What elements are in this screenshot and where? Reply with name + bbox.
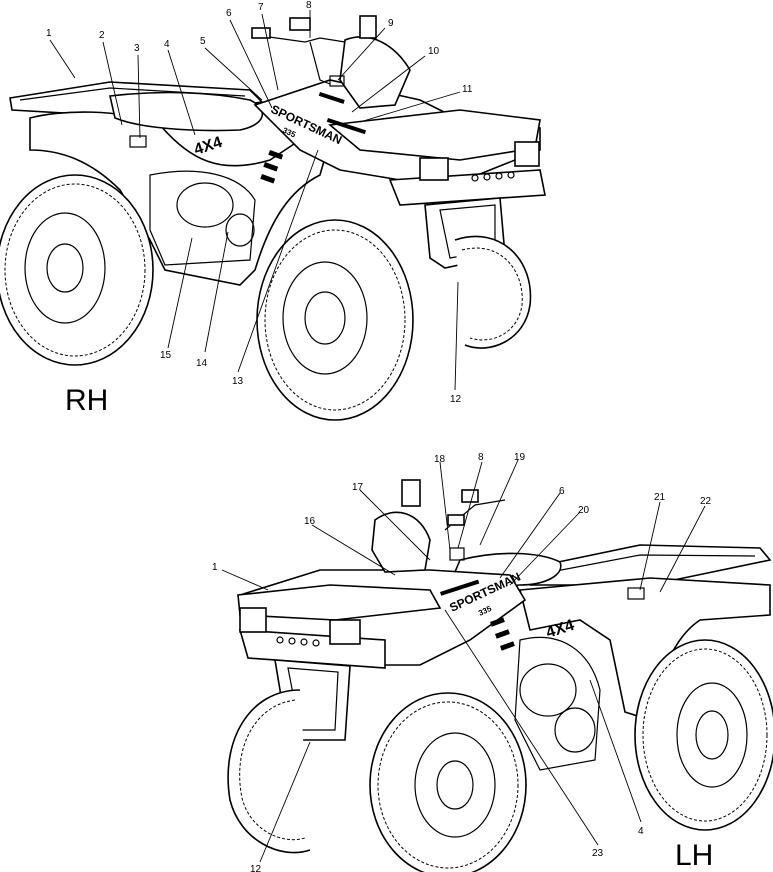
lh-view-label: LH [675,839,713,872]
rh-decal-4x4-text: 4X4 [192,134,224,159]
lh-callout-22: 22 [700,496,712,507]
rh-callout-3: 3 [134,43,140,54]
rh-callout-11: 11 [462,84,473,95]
rh-callout-9: 9 [388,18,394,29]
lh-callout-12: 12 [250,864,262,872]
rh-callout-8: 8 [306,0,312,11]
rh-callout-2: 2 [99,30,105,41]
rh-callouts: 1 2 3 4 5 6 7 8 9 10 11 12 13 14 15 [46,0,473,405]
lh-callout-17: 17 [352,482,364,493]
rh-callout-1: 1 [46,28,52,39]
rh-callout-13: 13 [232,376,244,387]
rh-callout-4: 4 [164,39,170,50]
rh-front-wheel-far [454,235,532,349]
lh-front-wheel-near [369,692,527,872]
rh-rear-wheel [0,174,154,366]
lh-callout-4: 4 [638,826,644,837]
lh-rear-wheel [634,639,773,831]
lh-callout-1: 1 [212,562,218,573]
rh-bumper-lights [471,171,515,182]
lh-callout-21: 21 [654,492,666,503]
rh-callout-10: 10 [428,46,440,57]
lh-callout-16: 16 [304,516,316,527]
rh-callout-15: 15 [160,350,172,361]
lh-callout-8: 8 [478,452,484,463]
rh-front-wheel-near [256,219,414,421]
lh-callout-23: 23 [592,848,604,859]
rh-callout-14: 14 [196,358,208,369]
lh-callout-18: 18 [434,454,446,465]
lh-leader-lines [221,459,706,863]
rh-callout-12: 12 [450,394,462,405]
lh-front-wheel-far [227,689,311,854]
lh-callout-20: 20 [578,505,590,516]
rh-leader-lines [49,10,461,391]
atv-rh-view: 4X4 SPORTSMAN 335 RH [0,0,546,421]
lh-bumper-lights [276,636,320,647]
rh-view-label: RH [65,384,108,417]
atv-lh-view: 4X4 SPORTSMAN 335 LH [212,452,773,872]
lh-callouts: 1 4 6 8 12 16 17 18 19 20 21 22 23 [212,452,712,872]
rh-callout-5: 5 [200,36,206,47]
lh-callout-19: 19 [514,452,526,463]
rh-decal-4x4: 4X4 [192,134,224,159]
rh-callout-7: 7 [258,2,264,13]
lh-callout-6: 6 [559,486,565,497]
rh-callout-6: 6 [226,8,232,19]
